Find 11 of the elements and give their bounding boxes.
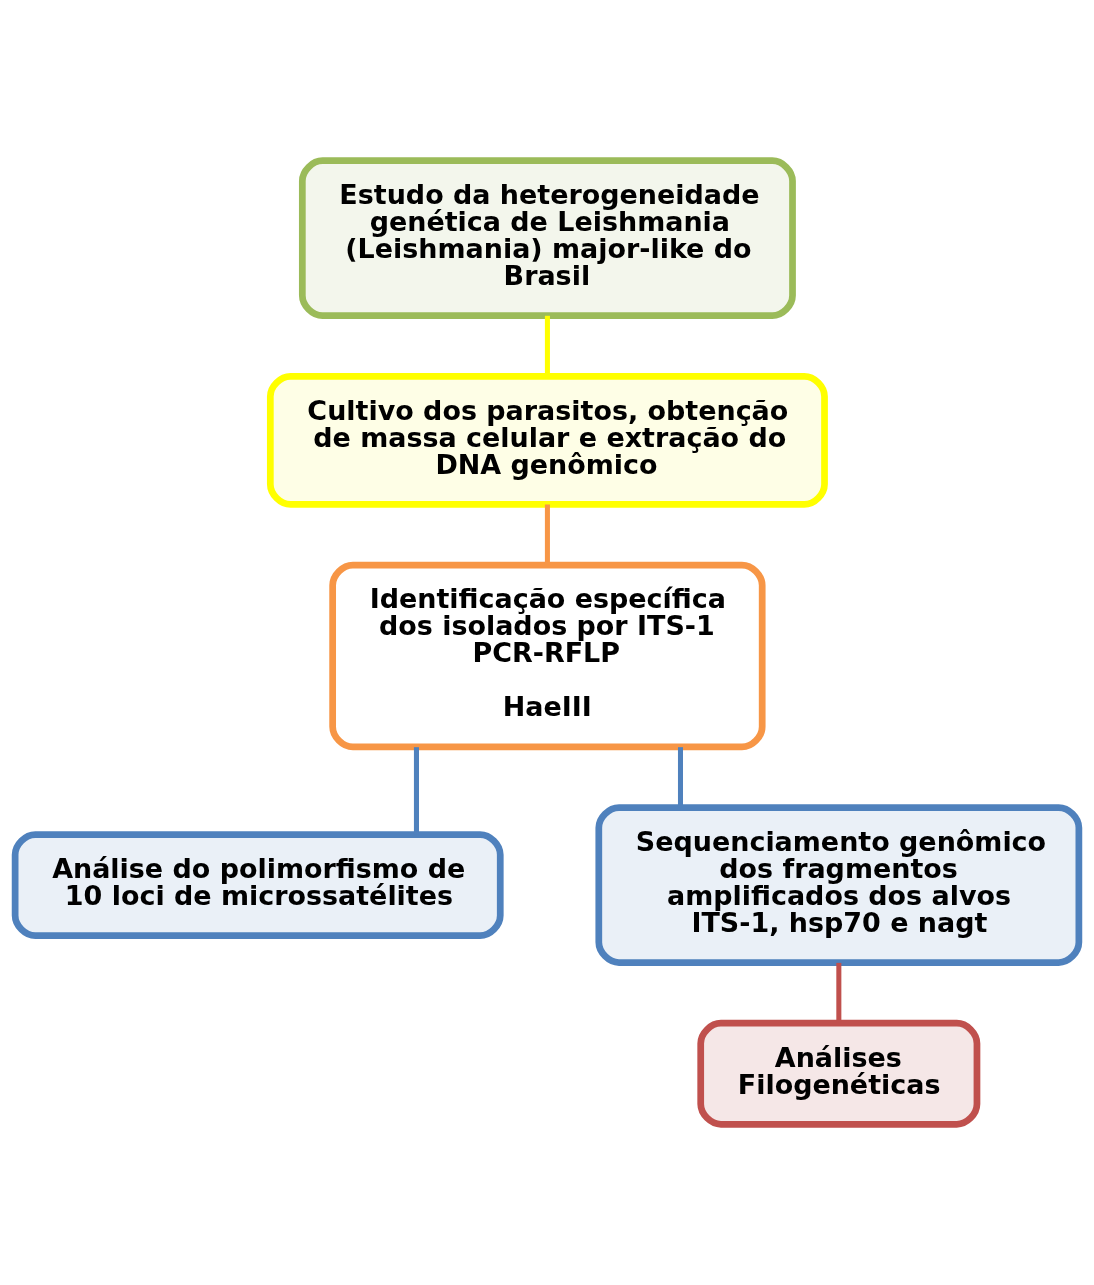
node-box: Sequenciamento genômico dos fragmentos amplificados dos alvos ITS-1, hsp70 e nagt [595,804,1083,966]
connector [413,747,419,835]
connector [836,962,842,1023]
connector [677,747,684,808]
node-box: Análise do polimorfismo de 10 loci de microssatélites [11,831,504,939]
connector [544,504,550,565]
node-box: Cultivo dos parasitos, obtenção de massa celular e extração do DNA genômico [266,373,828,508]
node-box: Análises Filogenéticas [697,1019,981,1128]
node-box: Identificação específica dos isolados por ITS-1 PCR-RFLP HaeIII [329,561,766,751]
connector [544,315,550,376]
node-box: Estudo da heterogeneidade genética de Leishmania (Leishmania) major-like do Brasil [298,157,796,320]
